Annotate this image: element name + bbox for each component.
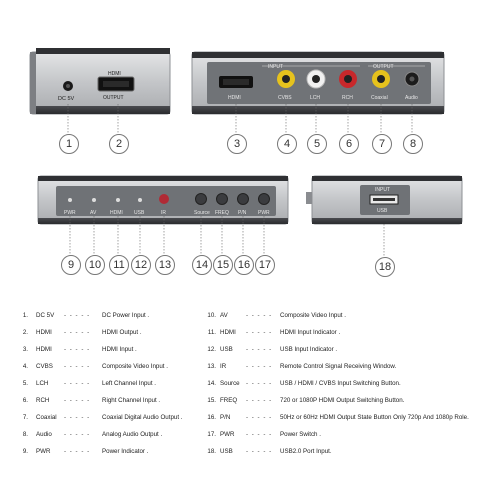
callout-8: 8 [403, 134, 423, 154]
legend-row-5: 5. LCH - - - - - Left Channel Input . [22, 380, 157, 387]
label-audio: Audio [405, 95, 418, 101]
label-pwr-button: PWR [258, 210, 270, 216]
callout-11: 11 [109, 255, 129, 275]
device-front-panel [37, 175, 289, 225]
legend-row-18: 18. USB - - - - - USB2.0 Port Input. [207, 448, 332, 455]
callout-13: 13 [155, 255, 175, 275]
label-pwr: PWR [64, 210, 76, 216]
label-lch: LCH [310, 95, 320, 101]
label-pn: P/N [238, 210, 247, 216]
label-source: Source [194, 210, 210, 216]
freq-button-icon [216, 193, 228, 205]
label-usb-side: USB [377, 208, 388, 214]
callout-16: 16 [234, 255, 254, 275]
legend-row-7: 7. Coaxial - - - - - Coaxial Digital Aud… [22, 414, 183, 421]
legend-row-14: 14. Source - - - - - USB / HDMI / CVBS I… [207, 380, 401, 387]
legend-row-8: 8. Audio - - - - - Analog Audio Output . [22, 431, 163, 438]
label-dc5v: DC 5V [58, 96, 75, 102]
device-side-output [29, 48, 171, 115]
callout-6: 6 [339, 134, 359, 154]
label-output-header: OUTPUT [373, 64, 394, 70]
label-freq: FREQ [215, 210, 229, 216]
callout-17: 17 [255, 255, 275, 275]
label-hdmi-front: HDMI [110, 210, 123, 216]
legend-row-9: 9. PWR - - - - - Power Indicator . [22, 448, 149, 455]
legend-row-16: 16. P/N - - - - - 50Hz or 60Hz HDMI Outp… [207, 414, 469, 421]
label-av: AV [90, 210, 97, 216]
callout-12: 12 [131, 255, 151, 275]
label-cvbs: CVBS [278, 95, 292, 101]
callout-10: 10 [85, 255, 105, 275]
callout-5: 5 [307, 134, 327, 154]
label-hdmi: HDMI [228, 95, 241, 101]
av-led-icon [92, 198, 96, 202]
pn-button-icon [237, 193, 249, 205]
callout-18: 18 [375, 257, 395, 277]
label-coaxial: Coaxial [371, 95, 388, 101]
pwr-led-icon [68, 198, 72, 202]
legend-row-3: 3. HDMI - - - - - HDMI Input . [22, 346, 137, 353]
legend-row-10: 10. AV - - - - - Composite Video Input . [207, 312, 346, 319]
legend-row-1: 1. DC 5V - - - - - DC Power Input . [22, 312, 150, 319]
legend: 1. DC 5V - - - - - DC Power Input . 2. H… [0, 300, 500, 500]
callout-15: 15 [213, 255, 233, 275]
legend-row-15: 15. FREQ - - - - - 720 or 1080P HDMI Out… [207, 397, 405, 404]
callout-4: 4 [277, 134, 297, 154]
callout-2: 2 [109, 134, 129, 154]
legend-row-4: 4. CVBS - - - - - Composite Video Input … [22, 363, 168, 370]
usb-led-icon [138, 198, 142, 202]
label-usb-side-header: INPUT [375, 187, 390, 193]
label-output: OUTPUT [103, 95, 124, 101]
source-button-icon [195, 193, 207, 205]
label-input-header: INPUT [268, 64, 283, 70]
ir-window-icon [159, 194, 169, 204]
label-usb: USB [134, 210, 145, 216]
legend-row-12: 12. USB - - - - - USB Input Indicator . [207, 346, 338, 353]
label-ir: IR [161, 210, 166, 216]
hdmi-led-icon [116, 198, 120, 202]
pwr-button-icon [258, 193, 270, 205]
legend-row-6: 6. RCH - - - - - Right Channel Input . [22, 397, 161, 404]
device-diagram: DC 5V HDMI OUTPUT INPUT OUTPUT HDMI CVBS… [29, 48, 463, 257]
legend-row-11: 11. HDMI - - - - - HDMI Input Indicator … [207, 329, 341, 336]
label-rch: RCH [342, 95, 353, 101]
callout-1: 1 [59, 134, 79, 154]
callout-9: 9 [61, 255, 81, 275]
leader-lines [67, 104, 413, 257]
callout-14: 14 [192, 255, 212, 275]
legend-row-17: 17. PWR - - - - - Power Switch . [207, 431, 321, 438]
legend-row-13: 13. IR - - - - - Remote Control Signal R… [207, 363, 397, 370]
callout-7: 7 [372, 134, 392, 154]
callout-3: 3 [227, 134, 247, 154]
device-side-usb [306, 175, 463, 225]
legend-row-2: 2. HDMI - - - - - HDMI Output . [22, 329, 142, 336]
label-hdmi-output-top: HDMI [108, 71, 121, 77]
device-rear-panel [191, 51, 445, 115]
